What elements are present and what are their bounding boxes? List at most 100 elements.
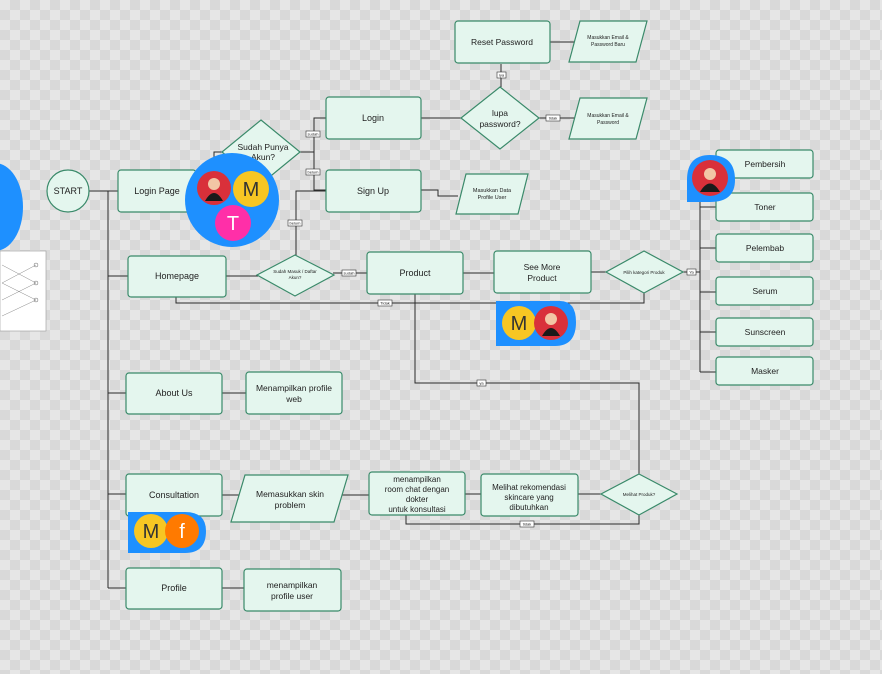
svg-text:Ya: Ya (689, 270, 694, 275)
edge-label-tidak-home: Tidak (377, 299, 393, 307)
user-avatar (692, 160, 728, 196)
svg-text:untuk konsultasi: untuk konsultasi (388, 505, 446, 514)
avatar-t: T (215, 205, 251, 241)
melihat-produk-decision[interactable]: Melihat Produk? (599, 473, 679, 516)
svg-text:room chat dengan: room chat dengan (385, 485, 450, 494)
svg-text:lupa: lupa (492, 108, 508, 118)
svg-text:f: f (179, 521, 185, 543)
thumbnail-image (0, 250, 47, 332)
svg-text:Tidak: Tidak (380, 301, 390, 306)
svg-text:Homepage: Homepage (155, 271, 199, 281)
svg-text:Login Page: Login Page (134, 186, 180, 196)
memasukkan-skin-problem-io[interactable]: Memasukkan skin problem (230, 474, 349, 523)
consultation-node[interactable]: Consultation (125, 473, 223, 517)
masukkan-email-password-baru-io[interactable]: Masukkan Email & Password Baru (568, 20, 648, 63)
svg-text:Password: Password (597, 120, 619, 126)
pilih-kategori-decision[interactable]: Pilih kategori Produk (604, 250, 685, 294)
category-toner[interactable]: Toner (715, 192, 814, 222)
edge-label-sudah: sudah (305, 130, 321, 138)
svg-text:Menampilkan profile: Menampilkan profile (256, 383, 332, 393)
svg-text:skincare yang: skincare yang (504, 493, 553, 502)
user-avatar (534, 306, 568, 340)
start-node[interactable]: START (46, 169, 90, 213)
svg-text:Akun?: Akun? (289, 275, 302, 280)
svg-text:profile user: profile user (271, 591, 313, 601)
collaborator-cluster-3[interactable] (687, 155, 735, 202)
category-pelembab[interactable]: Pelembab (715, 233, 814, 263)
svg-text:Masukkan Email &: Masukkan Email & (587, 113, 629, 119)
svg-text:dibutuhkan: dibutuhkan (509, 503, 548, 512)
svg-text:dokter: dokter (406, 495, 429, 504)
masukkan-email-password-io[interactable]: Masukkan Email & Password (568, 97, 648, 140)
svg-text:Profile User: Profile User (478, 195, 507, 201)
svg-text:menampilkan: menampilkan (267, 580, 318, 590)
profile-node[interactable]: Profile (125, 567, 223, 610)
sign-up-node[interactable]: Sign Up (325, 169, 422, 213)
category-sunscreen[interactable]: Sunscreen (715, 317, 814, 347)
svg-text:Masukkan Data: Masukkan Data (473, 188, 512, 194)
edge-label-belum-2: belum (287, 219, 303, 227)
avatar-m: M (134, 514, 168, 548)
svg-text:Product: Product (527, 273, 557, 283)
svg-text:Akun?: Akun? (251, 152, 275, 162)
collaborator-cluster-1[interactable]: M T (185, 153, 279, 247)
category-serum[interactable]: Serum (715, 276, 814, 306)
avatar-m: M (233, 171, 269, 207)
svg-text:Melihat rekomendasi: Melihat rekomendasi (492, 483, 566, 492)
edge-label-ya-produk: ya (476, 379, 487, 387)
room-chat-node[interactable]: menampilkan room chat dengan dokter untu… (368, 471, 466, 516)
svg-text:Memasukkan skin: Memasukkan skin (256, 489, 324, 499)
category-masker[interactable]: Masker (715, 356, 814, 386)
svg-text:Profile: Profile (161, 583, 187, 593)
login-node[interactable]: Login (325, 96, 422, 140)
svg-text:ya: ya (479, 381, 484, 386)
collaborator-cluster-4[interactable]: M f (128, 512, 206, 553)
collaborator-cluster-2[interactable]: M (496, 301, 576, 346)
edge-label-iya: iya (496, 71, 507, 79)
svg-text:See More: See More (524, 262, 561, 272)
rekomendasi-skincare-node[interactable]: Melihat rekomendasi skincare yang dibutu… (480, 473, 579, 517)
svg-text:About Us: About Us (155, 388, 193, 398)
svg-text:Sign Up: Sign Up (357, 186, 389, 196)
masukkan-data-profile-io[interactable]: Masukkan Data Profile User (455, 173, 529, 215)
see-more-product-node[interactable]: See More Product (493, 250, 592, 294)
product-node[interactable]: Product (366, 251, 464, 295)
svg-text:Sudah Masuk / Daftar: Sudah Masuk / Daftar (273, 269, 317, 274)
edge-label-masuk-sudah: sudah (341, 269, 357, 277)
lupa-password-decision[interactable]: lupa password? (460, 86, 540, 150)
svg-text:password?: password? (479, 119, 520, 129)
svg-text:M: M (511, 313, 528, 335)
menampilkan-profile-web-node[interactable]: Menampilkan profile web (245, 371, 343, 415)
edge-label-tidak: tidak (545, 114, 561, 122)
edge-label-ya-kategori: Ya (686, 268, 697, 276)
svg-text:iya: iya (499, 73, 505, 78)
svg-text:Serum: Serum (752, 286, 777, 296)
svg-text:Consultation: Consultation (149, 490, 199, 500)
svg-text:menampilkan: menampilkan (393, 475, 441, 484)
sudah-masuk-decision[interactable]: Sudah Masuk / Daftar Akun? (255, 254, 336, 297)
svg-text:Toner: Toner (754, 202, 775, 212)
svg-text:belum: belum (308, 170, 320, 175)
svg-text:Reset Password: Reset Password (471, 37, 533, 47)
svg-text:Melihat Produk?: Melihat Produk? (623, 492, 656, 497)
svg-text:tidak: tidak (523, 522, 531, 527)
collaborator-cursor-edge (0, 163, 23, 251)
svg-text:START: START (54, 186, 83, 196)
svg-text:Product: Product (399, 268, 431, 278)
user-avatar (197, 171, 231, 205)
svg-text:M: M (243, 179, 260, 201)
avatar-m: M (502, 306, 536, 340)
homepage-node[interactable]: Homepage (127, 255, 227, 298)
about-us-node[interactable]: About Us (125, 372, 223, 415)
avatar-f: f (165, 514, 199, 548)
svg-text:Pelembab: Pelembab (746, 243, 785, 253)
svg-text:Login: Login (362, 113, 384, 123)
login-page-node[interactable]: Login Page (117, 169, 197, 213)
reset-password-node[interactable]: Reset Password (454, 20, 551, 64)
edge-label-tidak-produk: tidak (519, 520, 535, 528)
menampilkan-profile-user-node[interactable]: menampilkan profile user (243, 568, 342, 612)
svg-text:Pilih kategori Produk: Pilih kategori Produk (623, 270, 665, 275)
svg-text:problem: problem (275, 500, 306, 510)
svg-text:M: M (143, 521, 160, 543)
